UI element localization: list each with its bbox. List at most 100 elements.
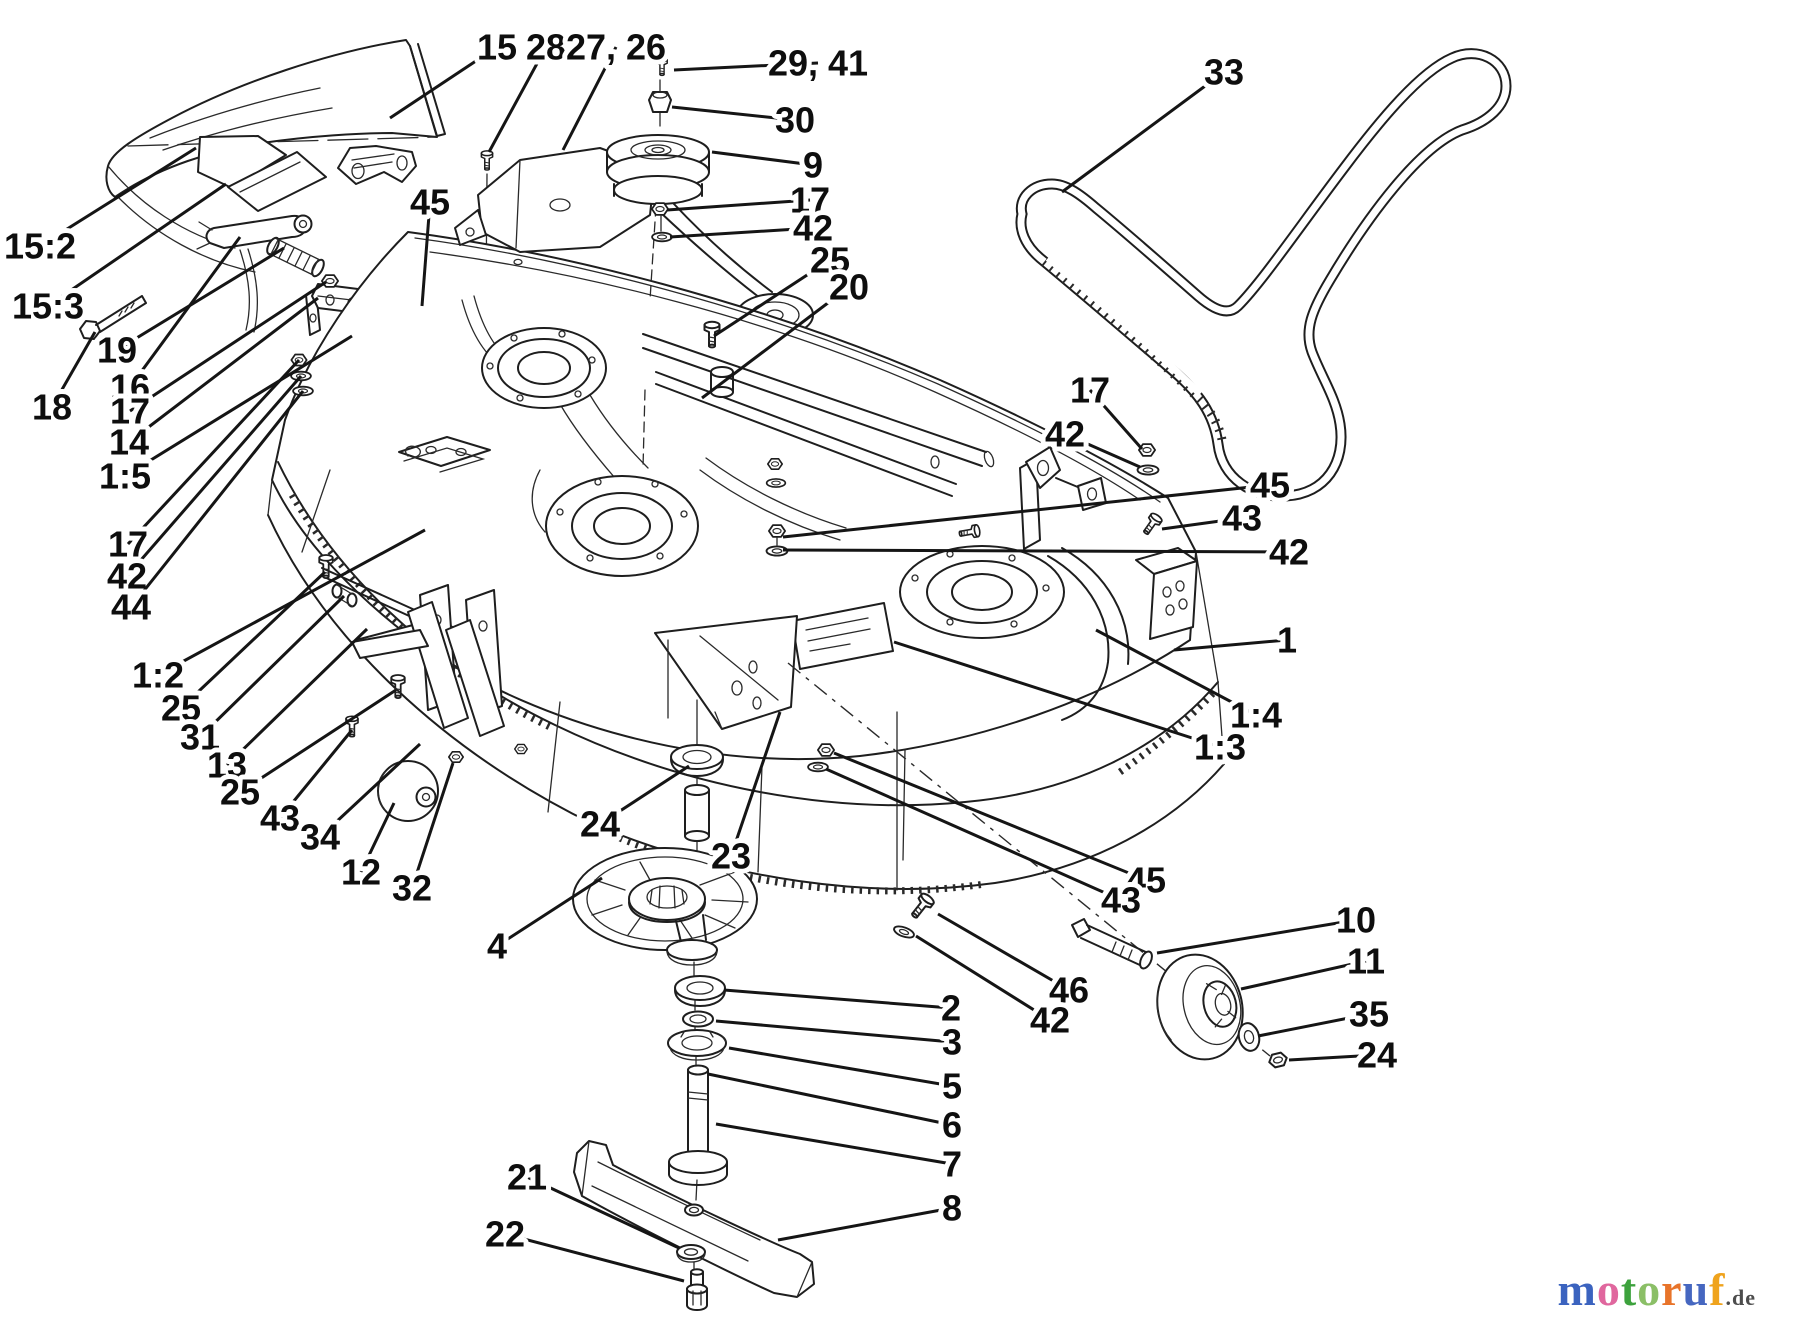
callout-45: 45 (405, 177, 455, 307)
warning-sticker (791, 602, 894, 670)
svg-text:35: 35 (1349, 994, 1389, 1035)
spindle-assembly-exploded (572, 699, 815, 1311)
mower-deck (267, 231, 1225, 895)
bolt-28 (480, 150, 494, 171)
callout-15-2: 15:2 (0, 146, 197, 272)
callout-18: 18 (27, 331, 97, 433)
callout-24: 24 (575, 764, 690, 850)
svg-text:2: 2 (941, 988, 961, 1029)
svg-text:12: 12 (341, 852, 381, 893)
svg-text:42: 42 (793, 208, 833, 249)
svg-text:15:3: 15:3 (12, 286, 84, 327)
callout-5: 5 (728, 1046, 967, 1112)
callout-10: 10 (1156, 895, 1381, 955)
callout-2: 2 (723, 983, 966, 1034)
callout-1-4: 1:4 (1095, 628, 1287, 741)
svg-text:33: 33 (1204, 52, 1244, 93)
svg-text:21: 21 (507, 1157, 547, 1198)
callout-1: 1 (1173, 615, 1302, 666)
mower-blade-8 (573, 1140, 815, 1298)
callout-45: 45 (782, 460, 1295, 539)
callout-27-26: 27, 26 (561, 22, 671, 151)
svg-text:17: 17 (1070, 370, 1110, 411)
callout-12: 12 (336, 802, 396, 898)
callout-13: 13 (202, 627, 369, 791)
callout-20: 20 (701, 262, 874, 400)
watermark-suffix: .de (1725, 1285, 1756, 1310)
rear-rails (642, 333, 995, 497)
svg-text:42: 42 (1045, 414, 1085, 455)
svg-text:25: 25 (220, 772, 260, 813)
svg-text:6: 6 (942, 1105, 962, 1146)
callout-6: 6 (707, 1072, 967, 1151)
svg-text:7: 7 (942, 1144, 962, 1185)
flanged-nut-5 (667, 1029, 727, 1061)
callout-30: 30 (671, 95, 820, 146)
callout-16: 16 (105, 236, 242, 413)
callout-21: 21 (502, 1152, 680, 1250)
rear-hitch-bracket (1135, 547, 1198, 640)
blade-bolt-22 (686, 1268, 708, 1311)
svg-text:8: 8 (942, 1188, 962, 1229)
callout-15: 15 (389, 22, 522, 120)
svg-text:27, 26: 27, 26 (566, 27, 666, 68)
svg-text:16: 16 (110, 367, 150, 408)
svg-text:31: 31 (180, 717, 220, 758)
watermark-text: motoruf (1557, 1264, 1726, 1315)
latch-plate (398, 436, 491, 473)
svg-text:43: 43 (260, 798, 300, 839)
callout-34: 34 (295, 742, 422, 863)
callout-1-5: 1:5 (94, 334, 353, 502)
svg-text:15:2: 15:2 (4, 226, 76, 267)
svg-text:17: 17 (108, 524, 148, 565)
svg-text:45: 45 (1250, 465, 1290, 506)
svg-text:44: 44 (111, 587, 151, 628)
callout-7: 7 (715, 1122, 967, 1190)
svg-text:25: 25 (810, 240, 850, 281)
bearing-24 (670, 744, 724, 777)
svg-text:22: 22 (485, 1214, 525, 1255)
spacer-tube (684, 784, 710, 842)
callout-24: 24 (1288, 1030, 1402, 1081)
callout-42: 42 (669, 203, 838, 254)
left-spindle-seat (481, 327, 607, 409)
blade-washer-21 (676, 1244, 706, 1263)
bearing-2 (674, 975, 726, 1007)
callout-28: 28 (487, 22, 571, 153)
watermark: motoruf.de (1558, 1263, 1757, 1316)
caster-tire-11 (1156, 953, 1244, 1061)
callout-14: 14 (104, 296, 319, 468)
callout-8: 8 (777, 1183, 967, 1242)
callout-15-3: 15:3 (7, 182, 227, 332)
spindle-bracket-23 (654, 615, 937, 941)
svg-text:42: 42 (1030, 1000, 1070, 1041)
svg-text:1:4: 1:4 (1230, 695, 1282, 736)
svg-text:20: 20 (829, 267, 869, 308)
callout-32: 32 (387, 762, 455, 914)
callout-4: 4 (482, 876, 603, 972)
callout-11: 11 (1240, 936, 1390, 991)
drive-belt (1015, 48, 1512, 502)
latch-lever (205, 214, 307, 249)
callout-25: 25 (156, 570, 327, 734)
callout-42: 42 (915, 934, 1075, 1046)
svg-text:9: 9 (803, 145, 823, 186)
callout-19: 19 (92, 246, 285, 376)
svg-text:10: 10 (1336, 900, 1376, 941)
svg-text:32: 32 (392, 868, 432, 909)
svg-text:1:3: 1:3 (1194, 727, 1246, 768)
callout-29-41: 29, 41 (673, 38, 873, 89)
svg-text:1:5: 1:5 (99, 456, 151, 497)
svg-text:28: 28 (526, 27, 566, 68)
callout-45: 45 (833, 751, 1171, 906)
svg-text:14: 14 (109, 422, 149, 463)
spindle-pulley (606, 56, 710, 469)
callout-22: 22 (480, 1209, 685, 1283)
callout-43: 43 (1161, 493, 1267, 544)
svg-text:15: 15 (477, 27, 517, 68)
svg-text:3: 3 (942, 1022, 962, 1063)
svg-text:5: 5 (942, 1066, 962, 1107)
svg-text:18: 18 (32, 387, 72, 428)
